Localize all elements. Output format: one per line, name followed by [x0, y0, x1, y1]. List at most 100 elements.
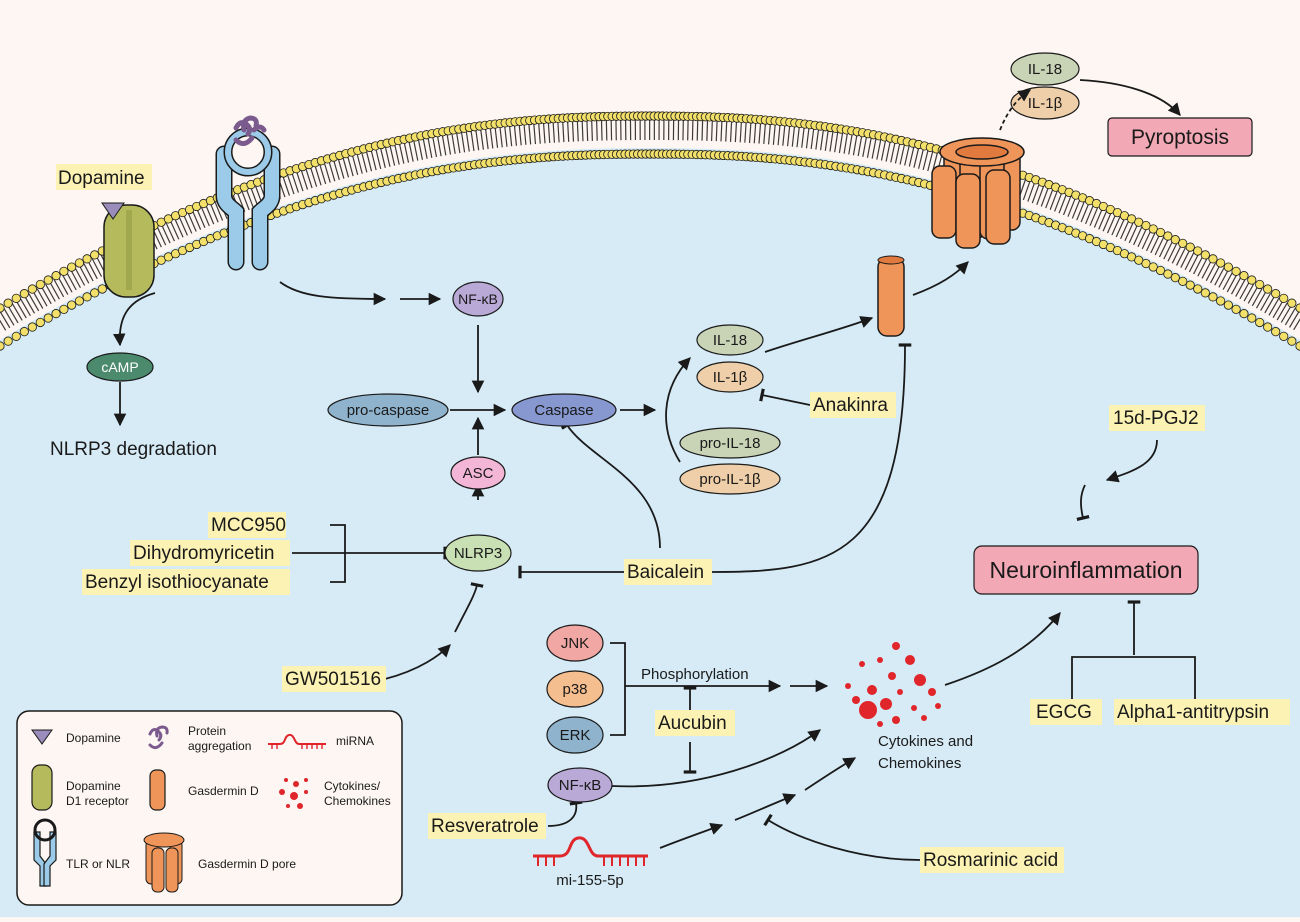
lipid-head: [1170, 273, 1180, 283]
il1b-label: IL-1β: [713, 369, 748, 386]
lipid-head: [1263, 284, 1273, 294]
egcg-label: EGCG: [1036, 702, 1092, 723]
lipid-head: [51, 271, 61, 281]
nfkb-node: [452, 281, 504, 317]
cytokine-dot: [892, 716, 900, 724]
lipid-head: [43, 313, 53, 323]
membrane-lipid-tails: [0, 119, 1300, 331]
p38-label: p38: [562, 681, 587, 698]
lipid-head: [1231, 304, 1241, 314]
anakinra-label: Anakinra: [813, 395, 888, 416]
legend-dopamine: Dopamine: [66, 731, 121, 745]
legend-cytokine-dot: [286, 804, 290, 808]
cytokine-dot: [880, 698, 892, 710]
dopamine-triangle-icon: [101, 202, 125, 220]
dopamine-label: Dopamine: [58, 168, 145, 189]
lipid-head: [1223, 300, 1233, 310]
neuroinflammation-box: [973, 545, 1199, 595]
lipid-head: [1185, 242, 1195, 252]
legend-mirna-icon: [268, 733, 326, 749]
lipid-head: [74, 258, 84, 268]
lipid-head: [43, 275, 53, 285]
lipid-head: [1223, 262, 1233, 272]
lipid-head: [3, 336, 13, 346]
cytokine-dot: [897, 689, 903, 695]
pro-caspase-label: pro-caspase: [347, 402, 430, 419]
il18-secreted: [1010, 52, 1080, 86]
legend-d1-receptor-icon: [31, 764, 53, 811]
mcc950-label: MCC950: [211, 515, 286, 536]
lipid-head: [1200, 288, 1210, 298]
lipid-head: [1148, 262, 1158, 272]
legend-cyto-1: Cytokines/: [324, 779, 381, 793]
jnk-label: JNK: [561, 635, 589, 652]
lipid-head: [1193, 246, 1203, 256]
lipid-head: [27, 322, 37, 332]
p38-node: [546, 670, 604, 708]
legend-cytokine-dot: [290, 792, 298, 800]
lipid-head: [27, 284, 37, 294]
pro-caspase-node: [327, 393, 449, 427]
lipid-head: [1163, 231, 1173, 241]
lipid-head: [19, 327, 29, 337]
pgj2-label: 15d-PGJ2: [1113, 408, 1199, 429]
il1b-secreted-label: IL-1β: [1028, 95, 1063, 112]
cytokine-dot: [921, 715, 927, 721]
lipid-head: [1271, 327, 1281, 337]
resveratrole-label: Resveratrole: [431, 816, 539, 837]
lipid-head: [59, 304, 69, 314]
lipid-head: [1178, 238, 1188, 248]
aucubin-label: Aucubin: [658, 713, 727, 734]
lipid-head: [35, 279, 45, 290]
legend-tlr-icon: [33, 818, 57, 887]
lipid-head: [1239, 309, 1249, 319]
gasdermin-d-monomer: [877, 255, 905, 337]
benzyl-isothiocyanate-label: Benzyl isothiocyanate: [85, 572, 269, 593]
cytokine-dot: [867, 685, 877, 695]
legend-gasdermin: Gasdermin D: [188, 784, 259, 798]
legend-cytokine-dot: [284, 778, 288, 782]
lipid-head: [1208, 254, 1218, 264]
legend-pore-icon: [143, 832, 185, 893]
nfkb-lower-node: [547, 767, 613, 803]
lipid-head: [82, 254, 92, 264]
cytokine-dot: [859, 701, 877, 719]
lipid-head: [97, 284, 107, 294]
lipid-head: [1247, 313, 1257, 323]
lipid-head: [1239, 271, 1249, 281]
lipid-head: [11, 293, 21, 303]
legend-cytokine-dot: [279, 789, 285, 795]
gw501516-label: GW501516: [285, 669, 381, 690]
phosphorylation-label: Phosphorylation: [641, 666, 749, 683]
il18-label: IL-18: [713, 332, 747, 349]
cytokine-dot: [859, 661, 865, 667]
cytokines-label-2: Chemokines: [878, 755, 961, 772]
lipid-head: [1216, 258, 1226, 268]
il1b-node: [696, 361, 764, 393]
lipid-head: [1155, 265, 1166, 276]
caspase-label: Caspase: [534, 402, 593, 419]
legend: Dopamine Protein aggregation miRNA Dopam…: [16, 710, 403, 906]
lipid-head: [11, 331, 21, 341]
cytokines-cluster: [845, 642, 941, 727]
legend-d1-2: D1 receptor: [66, 794, 129, 808]
legend-protein-2: aggregation: [188, 739, 251, 753]
nfkb-label: NF-κB: [458, 291, 498, 307]
lipid-head: [1170, 235, 1180, 245]
lipid-head: [1178, 276, 1188, 286]
pro-il18-label: pro-IL-18: [700, 435, 761, 452]
pyroptosis-label: Pyroptosis: [1131, 126, 1229, 149]
camp-label: cAMP: [101, 359, 138, 375]
dopamine-d1-receptor: [103, 204, 155, 298]
cytokine-dot: [877, 657, 883, 663]
tlr-nlr-receptor: [215, 127, 281, 271]
asc-node: [450, 456, 506, 490]
il18-secreted-label: IL-18: [1028, 61, 1062, 78]
gasdermin-pore: [931, 137, 1025, 249]
nlrp3-node: [444, 534, 512, 572]
jnk-node: [546, 624, 604, 662]
lipid-head: [0, 303, 5, 313]
il18-node: [696, 324, 764, 356]
cytokine-dot: [905, 655, 915, 665]
